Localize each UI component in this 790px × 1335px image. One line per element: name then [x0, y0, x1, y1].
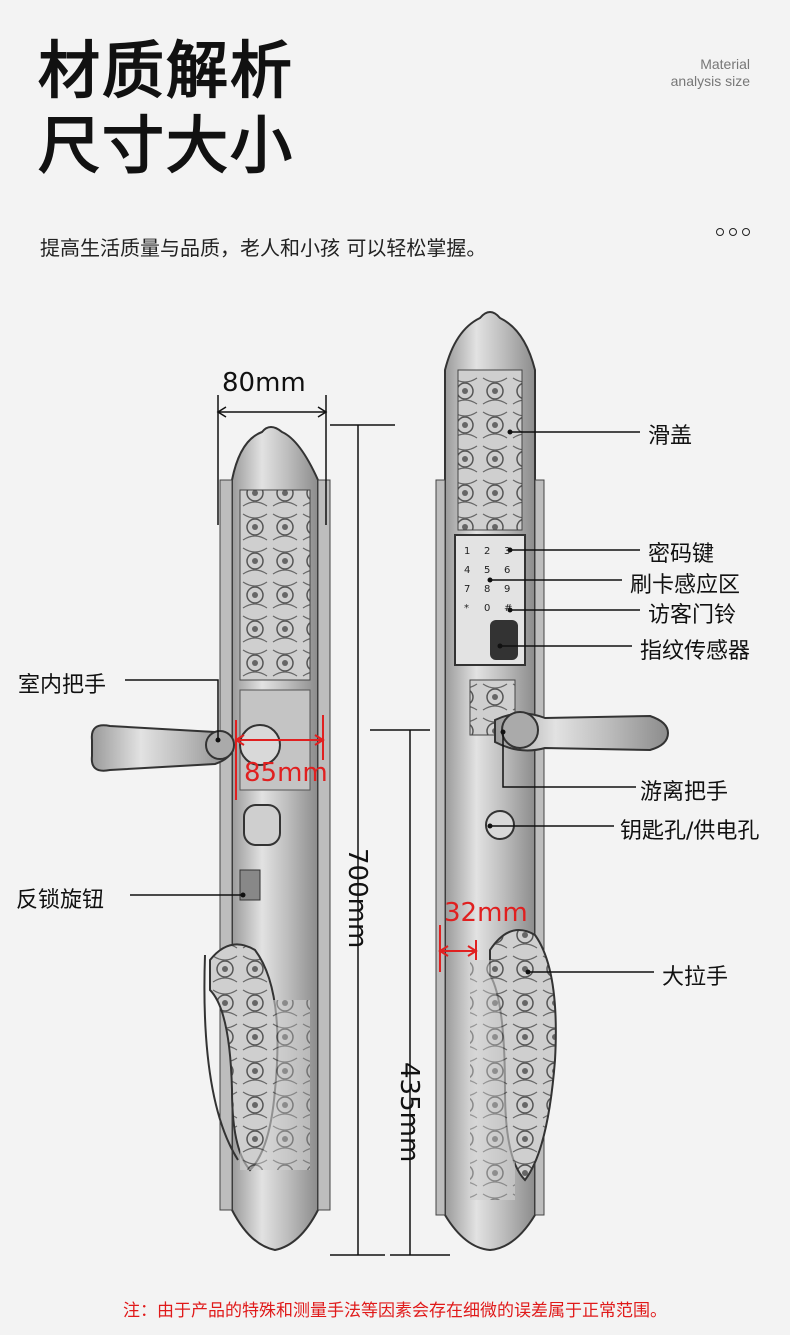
- keypad-key: 6: [504, 565, 510, 576]
- red-dimension-lines: [234, 715, 478, 972]
- page-title-line1: 材质解析: [38, 34, 295, 107]
- thickness-dimension-label: 32mm: [444, 898, 528, 928]
- callout-free-handle: 游离把手: [640, 780, 729, 805]
- callout-key-hole: 钥匙孔/供电孔: [620, 819, 760, 844]
- callout-doorbell: 访客门铃: [648, 603, 737, 628]
- more-dots-icon: [716, 228, 750, 236]
- english-caption: Material analysis size: [671, 56, 750, 90]
- subtitle: 提高生活质量与品质，老人和小孩 可以轻松掌握。: [40, 236, 487, 260]
- callout-lock-knob: 反锁旋钮: [16, 888, 105, 913]
- keypad-key: 2: [484, 546, 490, 557]
- callout-card-area: 刷卡感应区: [630, 573, 741, 598]
- fingerprint-sensor: [490, 620, 518, 660]
- width-dimension-label: 80mm: [222, 368, 306, 398]
- english-caption-line2: analysis size: [670, 73, 750, 89]
- keypad-key: 1: [464, 546, 470, 557]
- callout-password-keys: 密码键: [648, 542, 715, 567]
- keypad-key: 5: [484, 565, 490, 576]
- handle-offset-dimension-label: 85mm: [244, 758, 328, 788]
- inner-lock-panel: [90, 426, 331, 1252]
- total-height-dimension-label: 700mm: [342, 848, 372, 949]
- footer-note: 注：由于产品的特殊和测量手法等因素会存在细微的误差属于正常范围。: [123, 1301, 667, 1321]
- lower-height-dimension-label: 435mm: [394, 1062, 424, 1163]
- keypad-key: 3: [504, 546, 510, 557]
- page-title-line2: 尺寸大小: [38, 109, 295, 182]
- callout-fingerprint: 指纹传感器: [640, 639, 751, 664]
- keypad-key: 0: [484, 603, 490, 614]
- keypad-key: *: [464, 603, 469, 614]
- dimension-lines: [216, 395, 450, 1256]
- keypad-key: 7: [464, 584, 470, 595]
- callout-slide-cover: 滑盖: [648, 424, 693, 449]
- callout-lines: [125, 431, 654, 973]
- callout-big-handle: 大拉手: [662, 965, 729, 990]
- keypad-key: 4: [464, 565, 470, 576]
- callout-inner-handle: 室内把手: [18, 673, 107, 698]
- keypad-key: 9: [504, 584, 510, 595]
- english-caption-line1: Material: [700, 56, 750, 72]
- keypad-key: 8: [484, 584, 490, 595]
